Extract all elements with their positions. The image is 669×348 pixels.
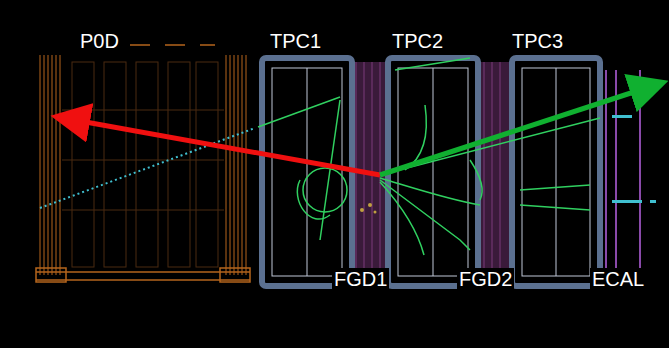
part-name: P0D xyxy=(78,30,121,52)
part-name: FGD2 xyxy=(457,268,514,290)
part-name: TPC3 xyxy=(510,30,565,52)
part-name: TPC2 xyxy=(390,30,445,52)
part-name: ECAL xyxy=(590,268,646,290)
part-name: FGD1 xyxy=(332,268,389,290)
part-name: TPC1 xyxy=(268,30,323,52)
